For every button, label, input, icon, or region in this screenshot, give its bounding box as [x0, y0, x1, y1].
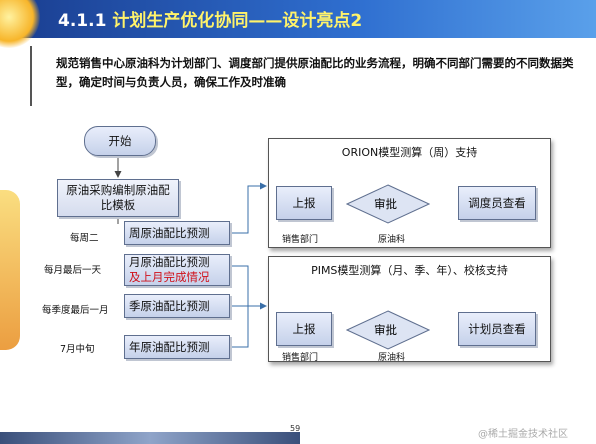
- start-node: 开始: [84, 126, 156, 156]
- period-quarterly: 每季度最后一月: [42, 305, 109, 316]
- orion-approve-dept: 原油科: [378, 235, 406, 245]
- template-node: 原油采购编制原油配比模板: [57, 179, 179, 217]
- forecast-weekly-label: 周原油配比预测: [129, 225, 210, 240]
- side-decoration: [0, 190, 20, 350]
- period-yearly: 7月中旬: [60, 344, 95, 355]
- forecast-yearly: 年原油配比预测: [124, 335, 230, 359]
- footer-banner: [0, 432, 300, 444]
- pims-approve-diamond: [346, 310, 430, 350]
- forecast-quarterly-label: 季原油配比预测: [129, 298, 210, 313]
- intro-block: 规范销售中心原油科为计划部门、调度部门提供原油配比的业务流程，明确不同部门需要的…: [30, 46, 577, 106]
- forecast-monthly-note: 及上月完成情况: [129, 270, 210, 284]
- arrow-yearly-to-pims: [232, 306, 249, 348]
- page-number: 59: [290, 424, 301, 433]
- watermark: @稀土掘金技术社区: [478, 429, 568, 440]
- intro-text: 规范销售中心原油科为计划部门、调度部门提供原油配比的业务流程，明确不同部门需要的…: [56, 56, 574, 89]
- forecast-quarterly: 季原油配比预测: [124, 294, 230, 318]
- orion-approve-diamond: [346, 184, 430, 224]
- section-title: 计划生产优化协同——设计亮点2: [112, 11, 363, 31]
- pims-report-dept: 销售部门: [282, 353, 319, 363]
- orion-viewer-label: 调度员查看: [468, 195, 526, 210]
- pims-approve-label: 审批: [374, 323, 397, 337]
- orion-report-label: 上报: [292, 195, 316, 210]
- pims-report-node: 上报: [276, 312, 332, 346]
- pims-viewer-node: 计划员查看: [458, 312, 536, 346]
- orion-approve-label: 审批: [374, 197, 397, 211]
- section-number: 4.1.1: [58, 11, 107, 31]
- orion-report-dept: 销售部门: [282, 235, 319, 245]
- pims-approve-dept: 原油科: [378, 353, 406, 363]
- orion-viewer-node: 调度员查看: [458, 186, 536, 220]
- orion-report-node: 上报: [276, 186, 332, 220]
- period-monthly: 每月最后一天: [44, 265, 102, 276]
- pims-panel-title: PIMS模型测算（月、季、年）、校核支持: [311, 264, 508, 277]
- forecast-weekly: 周原油配比预测: [124, 221, 230, 245]
- forecast-monthly-label: 月原油配比预测: [129, 255, 210, 269]
- period-weekly: 每周二: [70, 233, 99, 244]
- arrow-monthly-to-pims: [232, 265, 267, 310]
- template-label: 原油采购编制原油配比模板: [66, 183, 170, 212]
- orion-panel-title: ORION模型测算（周）支持: [341, 146, 478, 159]
- pims-viewer-label: 计划员查看: [468, 321, 526, 336]
- forecast-monthly: 月原油配比预测 及上月完成情况: [124, 254, 230, 286]
- forecast-yearly-label: 年原油配比预测: [129, 339, 210, 354]
- pims-report-label: 上报: [292, 321, 316, 336]
- arrow-weekly-to-orion: [232, 182, 267, 234]
- start-label: 开始: [108, 133, 132, 148]
